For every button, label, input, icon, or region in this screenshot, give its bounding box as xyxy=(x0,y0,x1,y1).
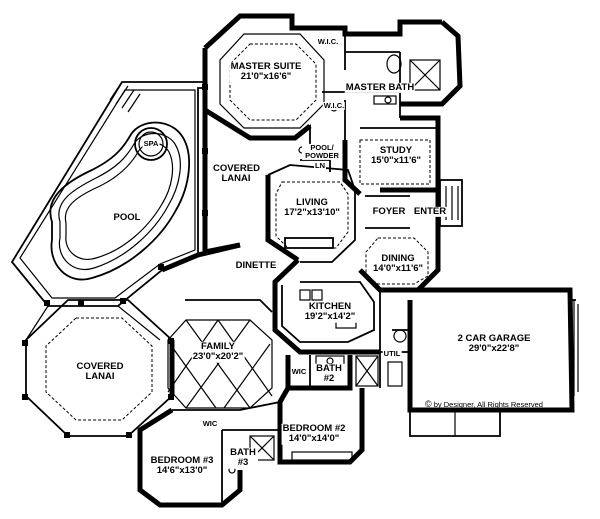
master-bath-label: MASTER BATH xyxy=(344,81,416,94)
study-name: STUDY xyxy=(379,144,413,156)
covered-lanai-bottom-label: COVERED LANAI xyxy=(74,360,126,383)
copyright-notice: © by Designer, All Rights Reserved xyxy=(425,399,543,409)
living-walls xyxy=(202,110,356,263)
copyright-text: by Designer, All Rights Reserved xyxy=(433,400,543,409)
dinette-label: DINETTE xyxy=(234,259,278,272)
pool-powder-name: POOL/ POWDER xyxy=(305,142,339,160)
family-dims: 23'0"x20'2" xyxy=(192,351,244,362)
bath2-walls xyxy=(285,329,410,391)
garage-walls xyxy=(393,287,579,437)
bedroom3-dims: 14'6"x13'0" xyxy=(156,465,208,476)
kitchen-label: KITCHEN 19'2"x14'2" xyxy=(303,300,357,323)
study-label: STUDY 15'0"x11'6" xyxy=(370,144,422,167)
pool-shape xyxy=(49,121,191,281)
bath2-label: BATH #2 xyxy=(313,362,345,385)
bath3-name: BATH #3 xyxy=(230,446,256,468)
dining-label: DINING 14'0"x11'6" xyxy=(372,252,424,275)
util-label: UTIL xyxy=(382,348,402,359)
spa-shape xyxy=(134,127,168,161)
dinette-family-walls xyxy=(161,242,273,409)
bath2-name: BATH #2 xyxy=(316,362,342,384)
pool-label: POOL xyxy=(113,211,141,223)
bath3-label: BATH #3 xyxy=(228,446,258,469)
garage-label: 2 CAR GARAGE 29'0"x22'8" xyxy=(456,332,532,355)
wic-bath2-label: WIC xyxy=(290,366,308,377)
wic-bed3-label: WIC xyxy=(201,418,219,429)
living-name: LIVING xyxy=(296,196,328,208)
pool-steps xyxy=(109,81,141,113)
master-suite-name: MASTER SUITE xyxy=(230,60,302,72)
family-lattice xyxy=(167,319,273,409)
family-label: FAMILY 23'0"x20'2" xyxy=(191,340,245,363)
garage-dims: 29'0"x22'8" xyxy=(468,343,520,354)
covered-lanai-bottom-name: COVERED LANAI xyxy=(76,360,124,382)
pool-powder-label: POOL/ POWDER xyxy=(302,142,342,161)
bedroom3-label: BEDROOM #3 14'6"x13'0" xyxy=(149,454,215,477)
bedroom2-name: BEDROOM #2 xyxy=(282,422,346,434)
covered-lanai-top-label: COVERED LANAI xyxy=(212,162,260,185)
covered-lanai-top-name: COVERED LANAI xyxy=(213,162,260,184)
kitchen-name: KITCHEN xyxy=(308,300,352,312)
family-name: FAMILY xyxy=(201,340,235,352)
garage-name: 2 CAR GARAGE xyxy=(457,332,531,344)
bedroom3-name: BEDROOM #3 xyxy=(150,454,214,466)
wic-top-label: W.I.C. xyxy=(316,36,340,47)
bedroom2-dims: 14'0"x14'0" xyxy=(288,433,340,444)
living-dims: 17'2"x13'10" xyxy=(284,207,340,218)
ln-label: LN xyxy=(314,160,326,171)
bedroom2-label: BEDROOM #2 14'0"x14'0" xyxy=(281,422,347,445)
copyright-symbol: © xyxy=(425,399,432,409)
bedroom3-walls xyxy=(137,401,281,508)
foyer-label: FOYER xyxy=(371,205,407,218)
wic-mid-label: W.I.C. xyxy=(322,100,346,111)
living-label: LIVING 17'2"x13'10" xyxy=(283,196,341,219)
kitchen-dims: 19'2"x14'2" xyxy=(304,311,356,322)
spa-label: SPA xyxy=(142,138,160,149)
study-dims: 15'0"x11'6" xyxy=(371,155,421,166)
enter-label: ENTER xyxy=(412,205,448,218)
master-suite-label: MASTER SUITE 21'0"x16'6" xyxy=(229,60,303,83)
dining-dims: 14'0"x11'6" xyxy=(373,263,423,274)
kitchen-walls xyxy=(272,258,381,355)
lanai-posts xyxy=(22,84,208,438)
master-suite-dims: 21'0"x16'6" xyxy=(240,71,292,82)
dining-name: DINING xyxy=(381,252,415,264)
bedroom2-walls xyxy=(277,386,365,465)
master-bath-name: MASTER BATH xyxy=(345,81,415,93)
